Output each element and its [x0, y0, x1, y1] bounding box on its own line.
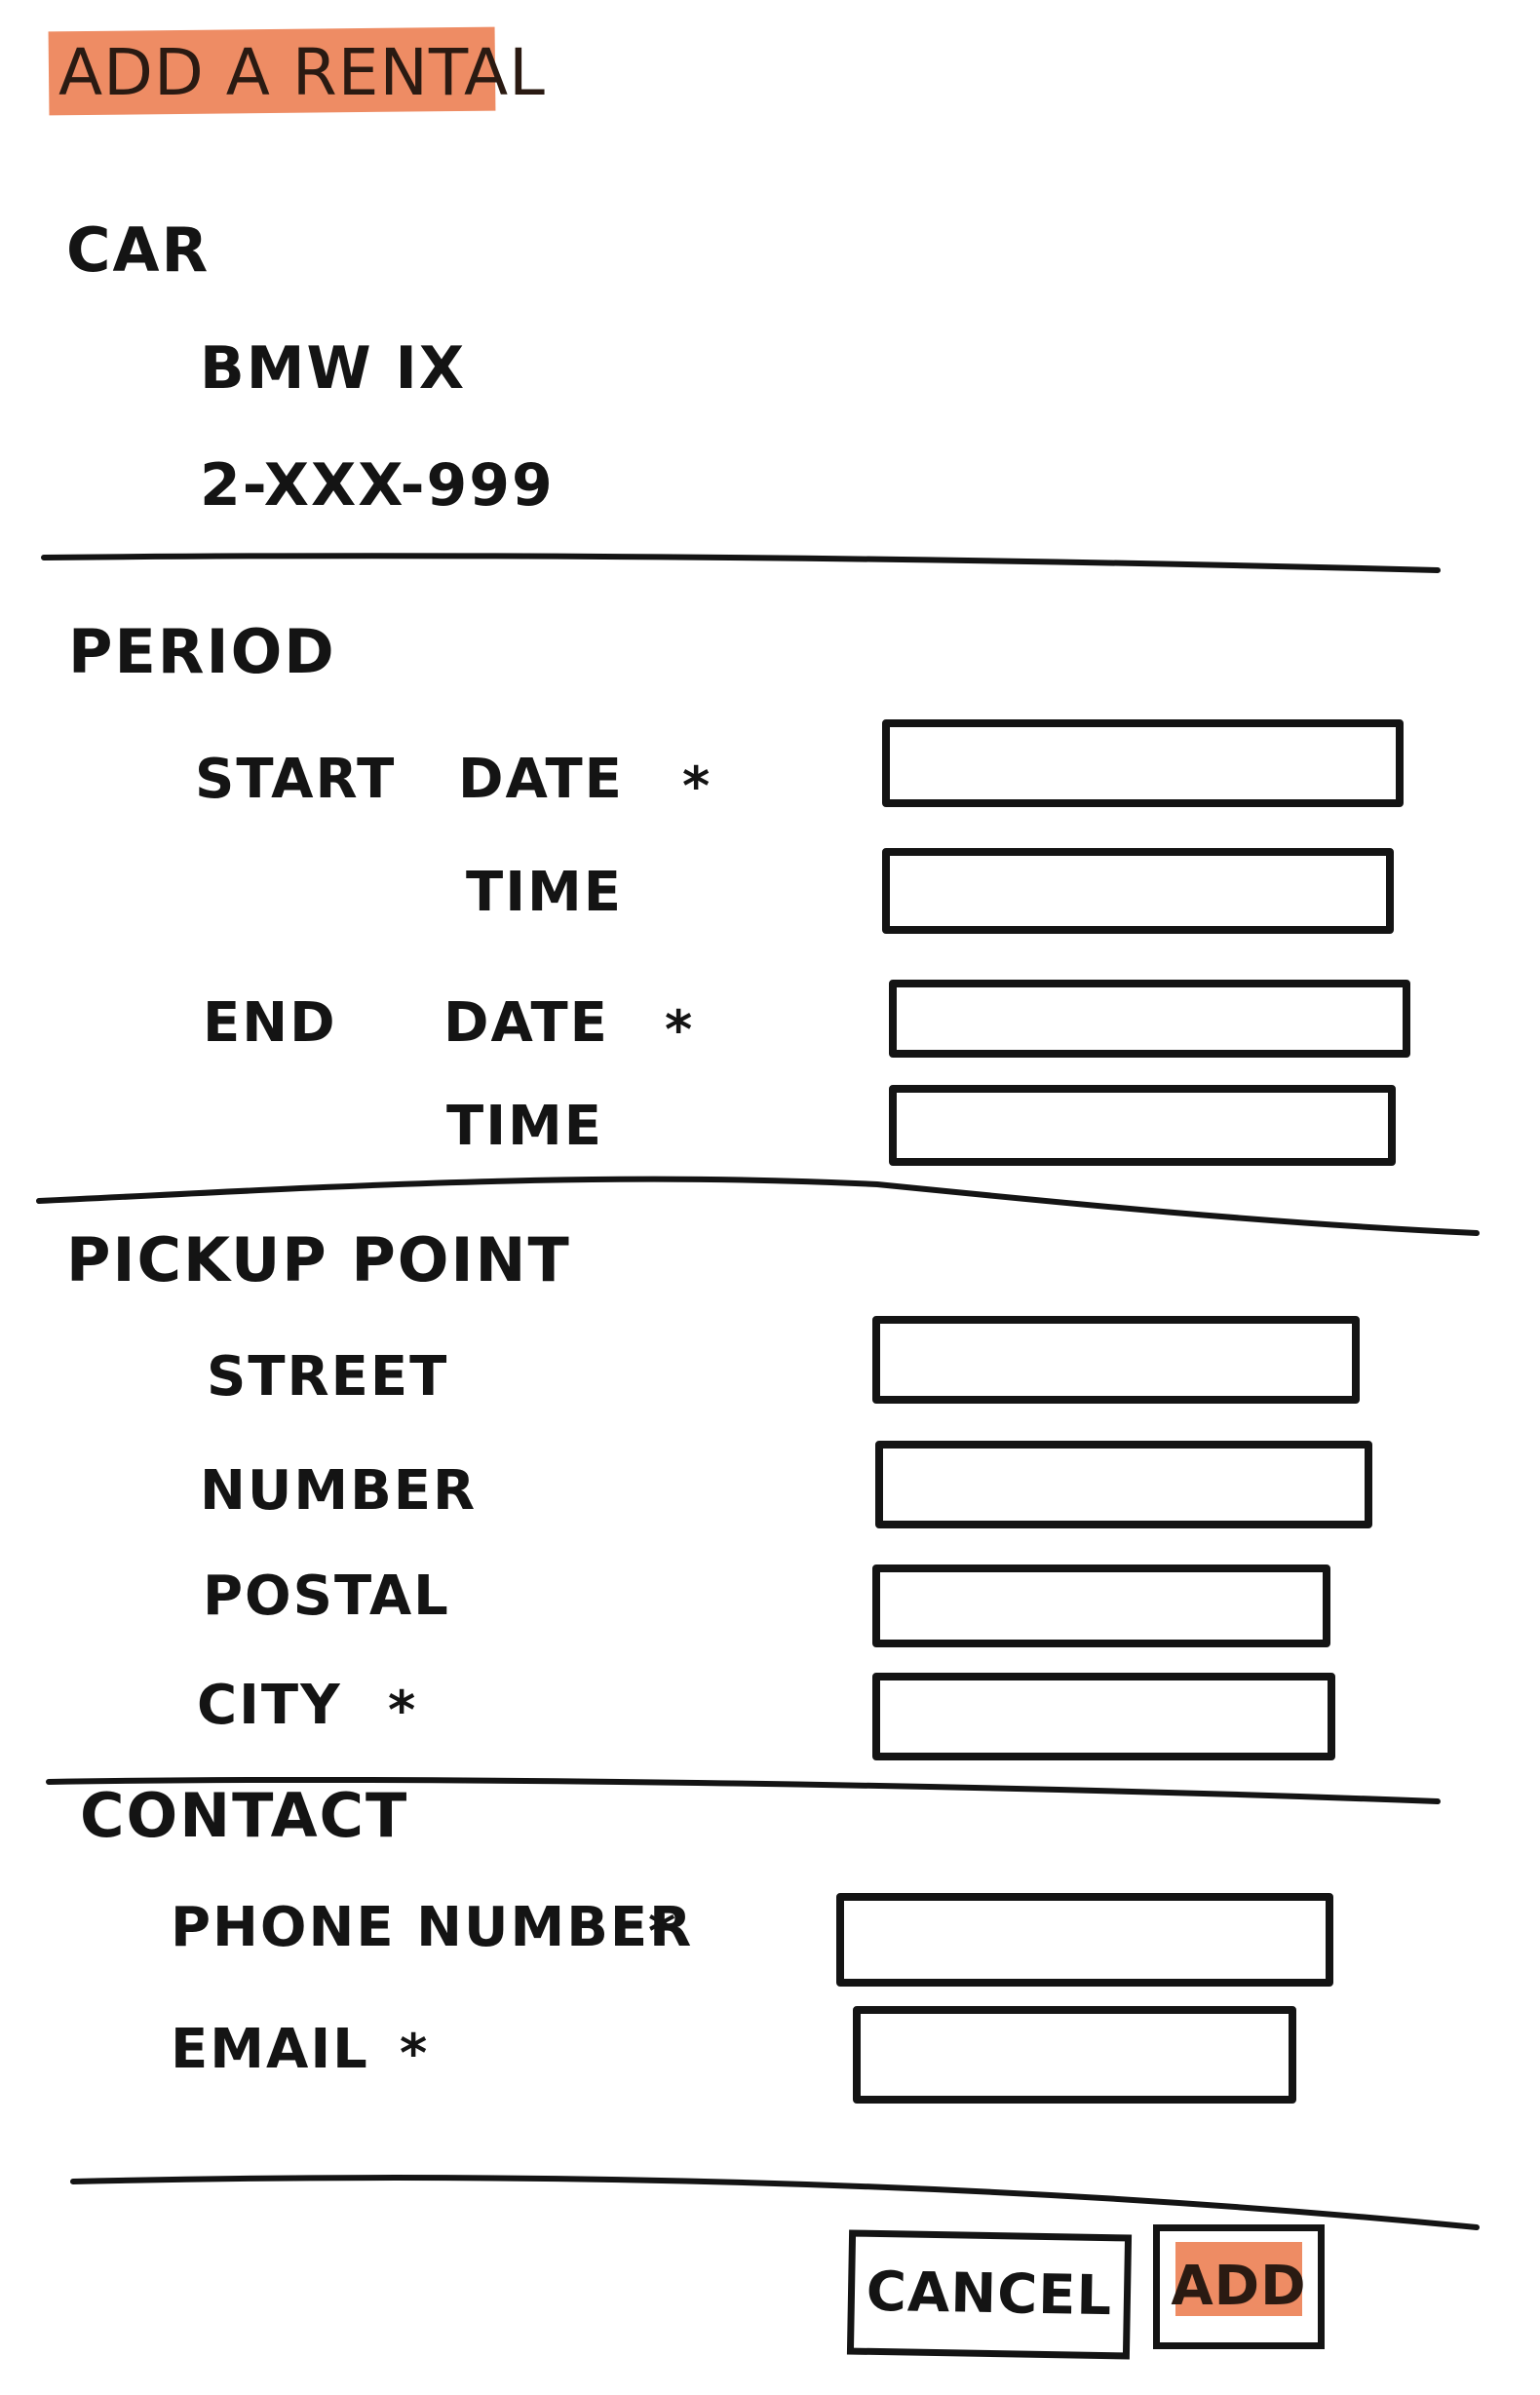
add-button[interactable]: ADD	[1153, 2224, 1325, 2349]
cancel-button-label: CANCEL	[866, 2260, 1113, 2329]
end-time-input[interactable]	[889, 1085, 1396, 1166]
email-required-mark: *	[400, 2023, 430, 2084]
street-input[interactable]	[872, 1316, 1360, 1404]
end-date-input[interactable]	[889, 980, 1410, 1058]
email-label: EMAIL	[171, 2018, 369, 2081]
start-label: START	[195, 748, 397, 811]
phone-required-mark: *	[648, 1901, 678, 1962]
city-required-mark: *	[388, 1680, 418, 1741]
end-time-label: TIME	[446, 1095, 604, 1158]
end-date-required-mark: *	[665, 999, 695, 1061]
end-date-label: DATE	[443, 991, 609, 1055]
phone-number-label: PHONE NUMBER	[171, 1896, 694, 1959]
add-button-label: ADD	[1171, 2255, 1307, 2318]
start-date-required-mark: *	[682, 755, 712, 817]
add-button-highlight	[1175, 2242, 1302, 2316]
city-input[interactable]	[872, 1673, 1335, 1760]
end-label: END	[203, 991, 337, 1055]
section-title-pickup: PICKUP POINT	[66, 1224, 571, 1295]
start-time-label: TIME	[466, 861, 624, 924]
street-label: STREET	[207, 1345, 449, 1409]
start-date-input[interactable]	[882, 719, 1404, 807]
section-title-contact: CONTACT	[80, 1780, 409, 1851]
car-model: BMW iX	[200, 334, 467, 403]
car-plate: 2-XXX-999	[200, 451, 555, 520]
start-date-label: DATE	[458, 748, 624, 811]
section-title-car: CAR	[66, 214, 211, 286]
divider-car-period	[41, 553, 1441, 573]
phone-number-input[interactable]	[836, 1893, 1333, 1987]
divider-contact-actions	[70, 2175, 1480, 2230]
start-time-input[interactable]	[882, 848, 1394, 934]
page-title: ADD A RENTAL	[58, 35, 546, 110]
email-input[interactable]	[853, 2006, 1296, 2104]
postal-label: POSTAL	[203, 1564, 450, 1628]
number-label: NUMBER	[200, 1459, 478, 1523]
city-label: CITY	[197, 1674, 342, 1737]
cancel-button[interactable]: CANCEL	[846, 2229, 1133, 2360]
section-title-period: PERIOD	[68, 616, 336, 687]
postal-input[interactable]	[872, 1564, 1330, 1647]
number-input[interactable]	[875, 1441, 1372, 1528]
